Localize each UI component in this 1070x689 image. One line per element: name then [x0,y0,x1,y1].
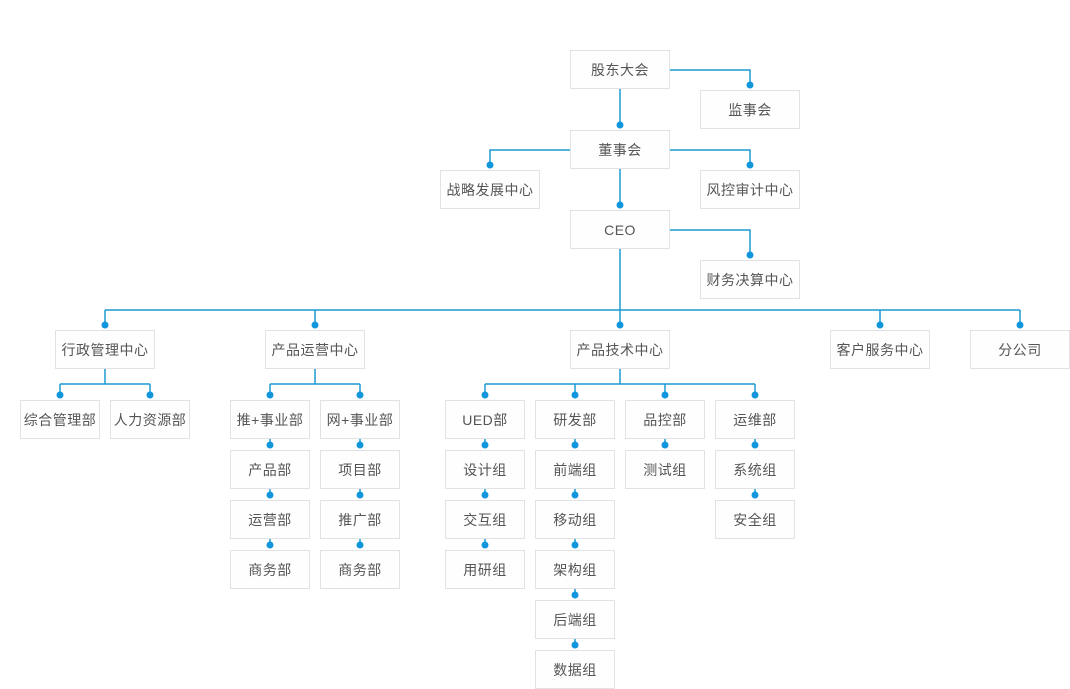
org-node-qc-dept[interactable]: 品控部 [625,400,705,439]
org-node-testing-team[interactable]: 测试组 [625,450,705,489]
org-node-technology-center[interactable]: 产品技术中心 [570,330,670,369]
org-node-shareholders-meeting[interactable]: 股东大会 [570,50,670,89]
org-node-product-dept[interactable]: 产品部 [230,450,310,489]
org-node-business-dept-tui[interactable]: 商务部 [230,550,310,589]
org-node-business-dept-wang[interactable]: 商务部 [320,550,400,589]
org-node-frontend-team[interactable]: 前端组 [535,450,615,489]
org-node-customer-service-center[interactable]: 客户服务中心 [830,330,930,369]
org-node-admin-center[interactable]: 行政管理中心 [55,330,155,369]
org-node-mobile-team[interactable]: 移动组 [535,500,615,539]
org-node-ued-dept[interactable]: UED部 [445,400,525,439]
org-node-project-dept[interactable]: 项目部 [320,450,400,489]
org-node-strategy-center[interactable]: 战略发展中心 [440,170,540,209]
org-node-general-admin-dept[interactable]: 综合管理部 [20,400,100,439]
org-node-om-dept[interactable]: 运维部 [715,400,795,439]
org-node-wang-division[interactable]: 网+事业部 [320,400,400,439]
org-node-tui-division[interactable]: 推+事业部 [230,400,310,439]
org-node-supervisory-board[interactable]: 监事会 [700,90,800,129]
org-node-board-of-directors[interactable]: 董事会 [570,130,670,169]
org-node-finance-center[interactable]: 财务决算中心 [700,260,800,299]
org-node-hr-dept[interactable]: 人力资源部 [110,400,190,439]
org-node-promotion-dept[interactable]: 推广部 [320,500,400,539]
org-node-operations-center[interactable]: 产品运营中心 [265,330,365,369]
org-node-operations-dept[interactable]: 运营部 [230,500,310,539]
org-node-interaction-team[interactable]: 交互组 [445,500,525,539]
org-node-system-team[interactable]: 系统组 [715,450,795,489]
org-node-branch-company[interactable]: 分公司 [970,330,1070,369]
org-node-user-research-team[interactable]: 用研组 [445,550,525,589]
org-node-rd-dept[interactable]: 研发部 [535,400,615,439]
org-node-risk-audit-center[interactable]: 风控审计中心 [700,170,800,209]
org-node-architecture-team[interactable]: 架构组 [535,550,615,589]
org-node-data-team[interactable]: 数据组 [535,650,615,689]
org-node-backend-team[interactable]: 后端组 [535,600,615,639]
org-node-design-team[interactable]: 设计组 [445,450,525,489]
org-node-ceo[interactable]: CEO [570,210,670,249]
org-node-security-team[interactable]: 安全组 [715,500,795,539]
